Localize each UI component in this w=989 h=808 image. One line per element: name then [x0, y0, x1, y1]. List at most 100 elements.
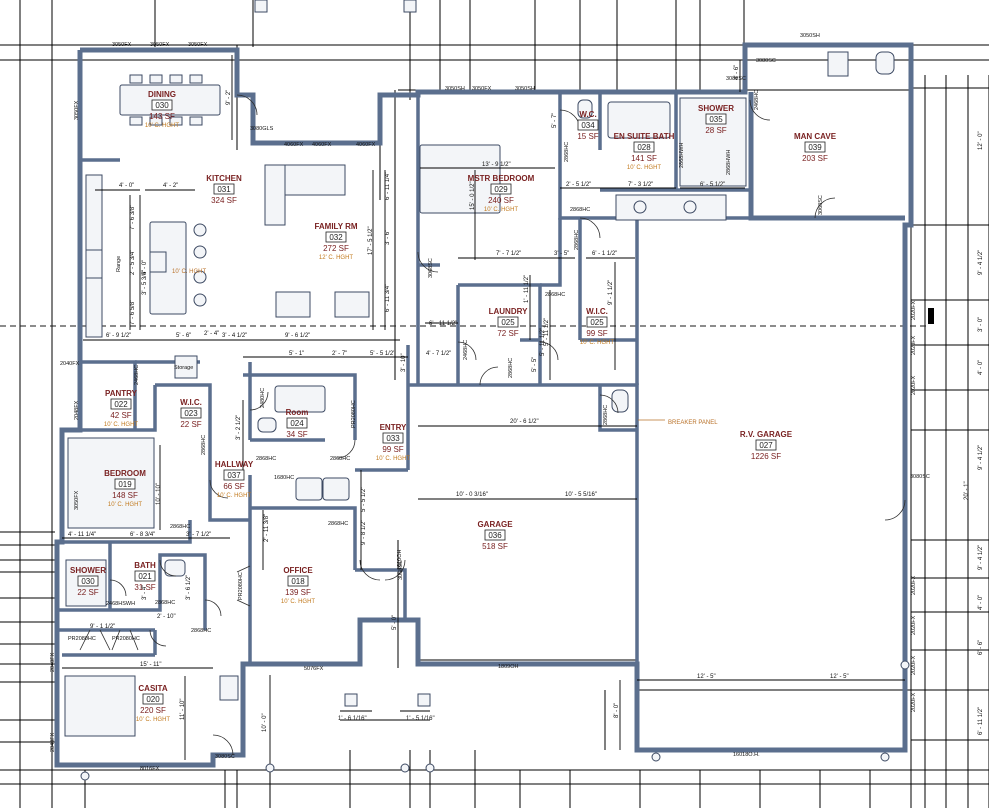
dim-text: 5' - 11 1/2" — [540, 328, 546, 356]
room-ceiling-note: 10' C. HGHT — [580, 340, 614, 346]
room-number-box — [151, 99, 173, 111]
fixtures — [64, 51, 895, 737]
opening-tag: 4060FX — [284, 142, 304, 148]
dim-text: 6' - 11 3/4" — [385, 284, 391, 312]
opening-tag: 3050SH — [800, 33, 820, 39]
opening-tag: 2020FX — [911, 300, 917, 320]
opening-tag: 2468HSWH — [106, 601, 135, 607]
dim-text: 9' - 8 1/2" — [361, 520, 367, 545]
dim-text: 13' - 9 1/2" — [482, 162, 511, 168]
room-name: R.V. GARAGE — [740, 430, 793, 439]
opening-tag: 1610OH — [397, 549, 403, 570]
room-number-box — [490, 183, 512, 195]
room-name: HALLWAY — [215, 460, 254, 469]
room-name: DINING — [148, 90, 176, 99]
dim-text: 3' - 4" — [142, 585, 148, 600]
dim-text: 6' - 11 1/4" — [385, 172, 391, 200]
opening-tag: 2048FX — [74, 400, 80, 420]
room-number-box — [325, 231, 347, 243]
room-area: 203 SF — [802, 154, 828, 163]
dim-text: 3' - 10" — [401, 353, 407, 372]
dim-text: 5' - 7" — [552, 113, 558, 128]
dim-text: 9' - 4 1/2" — [978, 545, 984, 570]
dim-text: 15' - 11" — [140, 662, 162, 668]
room-number-box — [382, 432, 404, 444]
kitchen-ceiling-note: 10' C. HGHT — [172, 269, 206, 275]
opening-tag: PR2080HC — [351, 400, 357, 428]
room-area: 272 SF — [323, 244, 349, 253]
dim-text: 10' - 5 5/16" — [565, 492, 597, 498]
room-name: W.I.C. — [180, 398, 202, 407]
dim-text: 4' - 0" — [119, 183, 134, 189]
opening-tag: 2020FX — [911, 375, 917, 395]
opening-tag: 4060FX — [356, 142, 376, 148]
opening-tag: 2868HC — [155, 600, 175, 606]
opening-tag: 2868HC — [564, 142, 570, 162]
room-number: 030 — [81, 577, 95, 586]
dim-text: 3' - 0" — [978, 317, 984, 332]
dim-text: 10' - 10" — [156, 483, 162, 505]
opening-tag: 2868HC — [330, 456, 350, 462]
opening-tag: 2040FX — [50, 652, 56, 672]
dim-text: 10' - 0 3/16" — [456, 492, 488, 498]
opening-tag: 2868HWH — [726, 150, 732, 175]
room-ceiling-note: 10' C. HGHT — [136, 717, 170, 723]
dim-text: 2' - 4" — [204, 331, 219, 337]
room-ceiling-note: 10' C. HGHT — [104, 422, 138, 428]
room-ceiling-note: 10' C. HGHT — [484, 207, 518, 213]
range-label: Range — [116, 256, 122, 272]
dim-text: 3' - 7 1/2" — [186, 532, 211, 538]
room-number: 024 — [290, 419, 304, 428]
dim-text: 9' - 2" — [226, 90, 232, 105]
room-number: 031 — [217, 185, 231, 194]
room-number-box — [497, 316, 519, 328]
breaker-panel-label: BREAKER PANEL — [668, 420, 718, 426]
opening-tag: 2868HWH — [679, 143, 685, 168]
opening-tag: 3050FX — [188, 42, 208, 48]
dim-text: 3' - 5 3/4" — [142, 270, 148, 295]
opening-tag: 3050FX — [74, 490, 80, 510]
opening-tag: 2868HC — [328, 521, 348, 527]
room-number: 025 — [501, 318, 515, 327]
room-number: 028 — [637, 143, 651, 152]
dim-text: 9' - 6 1/2" — [285, 333, 310, 339]
room-ceiling-note: 10' C. HGHT — [108, 502, 142, 508]
door-swings — [79, 94, 906, 756]
room-area: 1226 SF — [751, 452, 781, 461]
dim-text: 6' - 6" — [978, 640, 984, 655]
room-number: 020 — [146, 695, 160, 704]
room-area: 139 SF — [285, 588, 311, 597]
dim-text: 2' - 5 1/2" — [566, 182, 591, 188]
opening-tag: 1680HC — [274, 475, 294, 481]
room-number-box — [114, 478, 136, 490]
room-number: 022 — [114, 400, 128, 409]
dim-text: 3' - 6" — [385, 230, 391, 245]
room-name: MSTR BEDROOM — [468, 174, 535, 183]
room-ceiling-note: 10' C. HGHT — [627, 165, 661, 171]
dim-text: 5' - 5" — [532, 357, 538, 372]
room-name: PANTRY — [105, 389, 138, 398]
opening-tag: 2480HC — [260, 388, 266, 408]
opening-tag: 2468HC — [463, 340, 469, 360]
room-number: 033 — [386, 434, 400, 443]
opening-tag: 3080SC — [726, 76, 746, 82]
room-name: SHOWER — [698, 104, 734, 113]
room-number-box — [586, 316, 608, 328]
opening-tag: 3068SC — [428, 258, 434, 278]
opening-tag: 8016FX — [140, 766, 160, 772]
dim-text: 3' - 4 1/2" — [222, 333, 247, 339]
dim-text: 20' - 1" — [964, 481, 970, 500]
opening-tag: 2868HC — [603, 405, 609, 425]
opening-tag: 2868HC — [170, 524, 190, 530]
room-ceiling-note: 10' C. HGHT — [376, 456, 410, 462]
dim-text: 6' - 9 1/2" — [106, 333, 131, 339]
room-area: 15 SF — [577, 132, 598, 141]
